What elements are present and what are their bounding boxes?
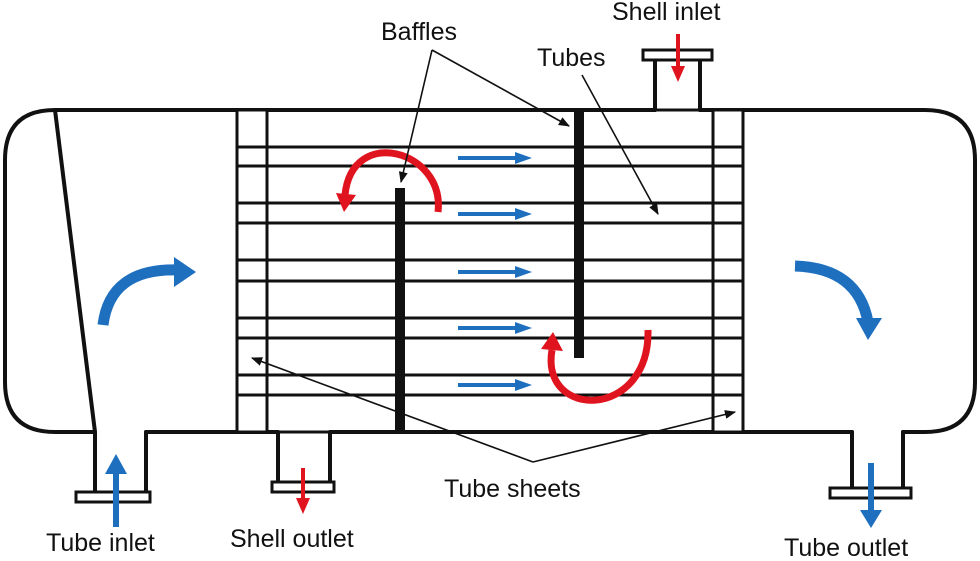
- tube-sheets-label: Tube sheets: [444, 475, 581, 503]
- tube: [235, 393, 745, 434]
- upper-baffle: [574, 110, 584, 358]
- tube: [235, 108, 745, 149]
- left-tube-sheet: [235, 108, 269, 434]
- tube: [235, 221, 745, 262]
- tube-side-flow: [97, 152, 882, 528]
- tube: [235, 336, 745, 377]
- tube: [235, 279, 745, 320]
- tube-bundle: [235, 108, 745, 434]
- upper-baffle-flow-arrow-icon: [341, 149, 442, 213]
- right-tube-sheet: [711, 108, 745, 434]
- lower-baffle: [395, 188, 405, 432]
- tube-flow-arrows: [458, 152, 532, 391]
- left-header-curve-arrow-icon: [97, 264, 179, 326]
- tubes-label: Tubes: [537, 44, 606, 72]
- shell-outlet-label: Shell outlet: [230, 525, 354, 553]
- tube-outlet-label: Tube outlet: [784, 534, 908, 561]
- lower-baffle-flow-arrow-icon: [547, 329, 652, 404]
- shell-inlet-label: Shell inlet: [612, 0, 720, 26]
- tube: [235, 164, 745, 205]
- tube-inlet-label: Tube inlet: [46, 529, 155, 557]
- label-pointers: [250, 49, 737, 463]
- right-header-curve-arrow-icon: [794, 260, 874, 324]
- shell-side-flow: [296, 34, 685, 514]
- baffles-label: Baffles: [381, 18, 457, 46]
